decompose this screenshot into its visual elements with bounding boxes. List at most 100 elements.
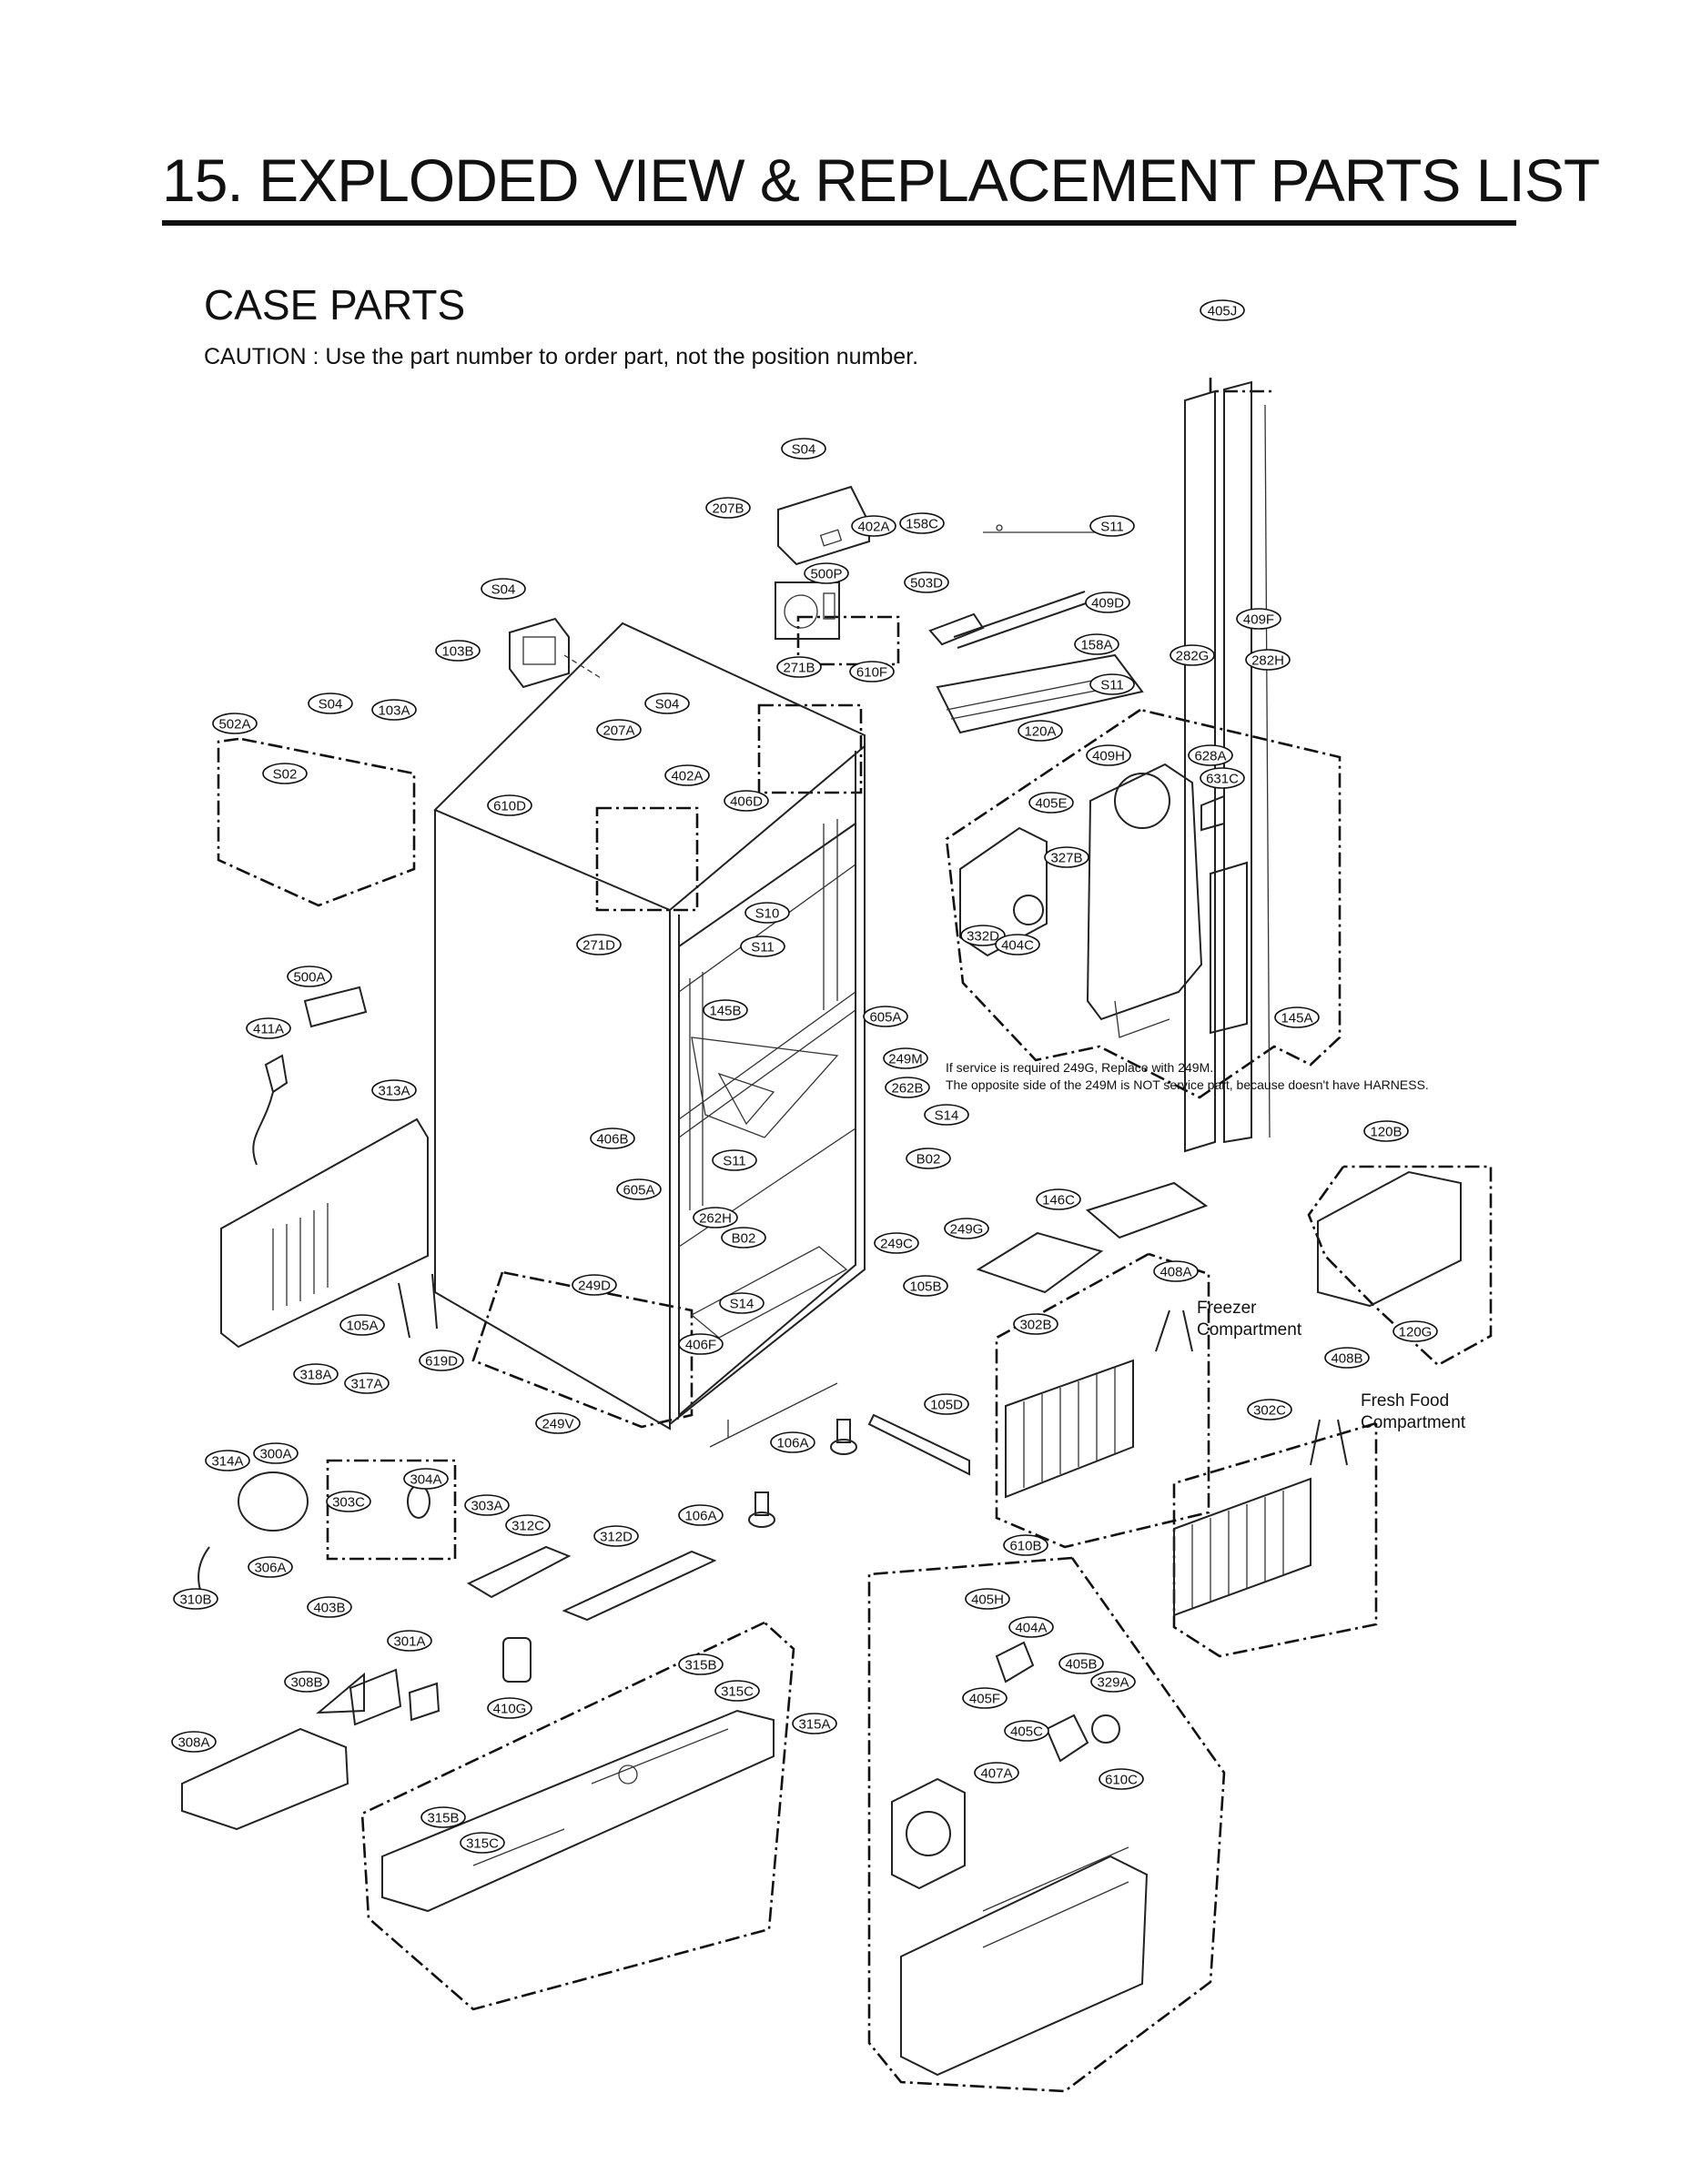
callout-271b: 271B [776, 656, 822, 678]
callout-315a: 315A [792, 1713, 837, 1734]
callout-bubble [419, 1350, 464, 1371]
callout-text: 327B [1050, 851, 1082, 866]
callout-bubble [481, 578, 526, 600]
callout-text: 402A [671, 769, 703, 784]
callout-bubble [804, 562, 849, 584]
part-315A-shape [381, 1709, 775, 1913]
freezer-compartment-label-line-2: Compartment [1197, 1320, 1302, 1340]
callout-500a: 500A [287, 966, 332, 987]
callout-403b: 403B [307, 1596, 352, 1618]
callout-300a: 300A [253, 1442, 299, 1464]
callout-text: S14 [935, 1108, 959, 1124]
callout-503d: 503D [904, 571, 949, 593]
callout-text: 249V [542, 1417, 573, 1432]
group-315A [360, 1621, 795, 2011]
callout-145b: 145B [703, 999, 748, 1021]
callout-text: 249D [578, 1279, 611, 1294]
callout-bubble [590, 1127, 635, 1149]
callout-text: 158A [1080, 638, 1112, 653]
callout-610c: 610C [1099, 1768, 1144, 1790]
callout-bubble [883, 1047, 928, 1069]
callout-text: 405F [969, 1692, 1000, 1707]
callout-bubble [593, 1525, 639, 1547]
callout-s02: S02 [262, 763, 308, 784]
callout-bubble [464, 1494, 510, 1516]
callout-bubble [644, 693, 690, 714]
callout-text: 315C [721, 1684, 754, 1700]
callout-405f: 405F [962, 1687, 1008, 1709]
callout-text: 312C [511, 1519, 544, 1534]
callout-bubble [487, 1697, 532, 1719]
callout-bubble [576, 934, 622, 956]
callout-bubble [974, 1762, 1019, 1784]
callout-329a: 329A [1090, 1671, 1136, 1693]
callout-text: 103B [441, 644, 473, 660]
callout-249g: 249G [944, 1218, 989, 1239]
callout-bubble [1013, 1313, 1058, 1335]
callout-bubble [403, 1468, 449, 1490]
callout-text: 404C [1001, 938, 1034, 954]
service-note-line-2: The opposite side of the 249M is NOT ser… [946, 1077, 1429, 1092]
callout-text: S11 [1100, 520, 1124, 535]
callout-text: 409H [1092, 749, 1125, 764]
callout-303c: 303C [326, 1491, 371, 1512]
callout-text: 405J [1208, 304, 1238, 319]
callout-628a: 628A [1188, 744, 1233, 766]
callout-bubble [1028, 792, 1074, 814]
callout-bubble [1200, 299, 1245, 321]
callout-207b: 207B [705, 497, 751, 519]
callout-bubble [924, 1393, 969, 1415]
callout-bubble [212, 713, 258, 734]
group-610B [867, 1556, 1226, 2093]
callout-bubble [776, 656, 822, 678]
callout-text: 317A [350, 1377, 382, 1392]
callout-s04: S04 [644, 693, 690, 714]
callout-text: 312D [600, 1530, 633, 1545]
callout-text: 619D [425, 1354, 458, 1370]
callout-text: 315B [427, 1811, 459, 1826]
callout-158c: 158C [899, 512, 945, 534]
callout-bubble [678, 1653, 724, 1675]
callout-302c: 302C [1247, 1399, 1292, 1421]
caution-note: CAUTION : Use the part number to order p… [204, 344, 919, 369]
callout-bubble [714, 1680, 760, 1702]
callout-bubble [1003, 1534, 1048, 1556]
callout-text: 310B [179, 1592, 211, 1608]
callout-502a: 502A [212, 713, 258, 734]
callout-text: 404A [1015, 1621, 1047, 1636]
callout-405h: 405H [965, 1588, 1010, 1610]
callout-631c: 631C [1200, 767, 1245, 789]
part-207B-shape [775, 485, 870, 640]
callout-406f: 406F [678, 1333, 724, 1355]
callout-text: 605A [623, 1183, 654, 1198]
group-302C [1172, 1421, 1378, 1658]
group-405J [1209, 378, 1274, 393]
callout-text: S04 [655, 697, 680, 713]
part-313A-shape [220, 1117, 429, 1349]
callout-619d: 619D [419, 1350, 464, 1371]
callout-bubble [1074, 633, 1119, 655]
group-120A [945, 708, 1342, 1099]
part-105D-shape [398, 1273, 970, 1528]
callout-bubble [904, 571, 949, 593]
callout-bubble [874, 1232, 919, 1254]
callout-text: B02 [916, 1152, 941, 1168]
callout-text: 282H [1251, 653, 1284, 669]
callout-text: 610C [1105, 1773, 1138, 1788]
callout-410g: 410G [487, 1697, 532, 1719]
callout-text: 105A [346, 1319, 378, 1334]
callout-312c: 312C [505, 1514, 551, 1536]
callout-bubble [287, 966, 332, 987]
callout-bubble [1004, 1720, 1049, 1742]
callout-text: 271B [783, 661, 815, 676]
callout-text: 406D [730, 794, 763, 810]
callout-404c: 404C [995, 934, 1040, 956]
callout-text: 405E [1035, 796, 1067, 812]
callout-text: 503D [910, 576, 943, 592]
callout-s11: S11 [1089, 673, 1135, 695]
callout-409f: 409F [1236, 608, 1281, 630]
callout-bubble [248, 1556, 293, 1578]
callout-bubble [173, 1588, 218, 1610]
callout-s10: S10 [744, 902, 790, 924]
